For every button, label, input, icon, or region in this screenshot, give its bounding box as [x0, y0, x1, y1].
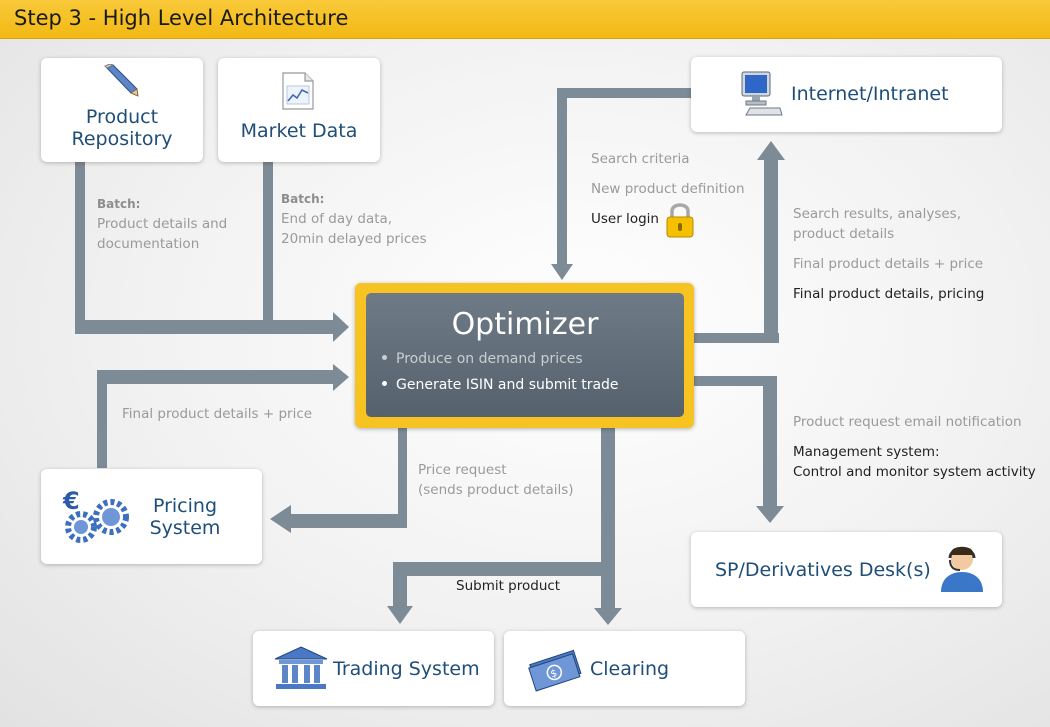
title-bar: Step 3 - High Level Architecture: [0, 0, 1050, 39]
padlock-icon: [666, 203, 694, 238]
money-icon: $: [528, 649, 582, 692]
market-data-box: Market Data: [218, 58, 380, 162]
final-pricing-note: Final product details, pricing: [793, 286, 985, 302]
trading-system-label: Trading System: [333, 658, 480, 680]
management-line1: Management system:: [793, 444, 940, 460]
repo-batch-line2: documentation: [97, 236, 200, 252]
clearing-box: $ Clearing: [504, 631, 745, 706]
repo-batch-label: Batch:: [97, 197, 141, 211]
optimizer-bullet-1: Produce on demand prices: [382, 351, 583, 367]
clearing-label: Clearing: [590, 658, 670, 680]
svg-text:€: €: [62, 487, 80, 515]
desk-box: SP/Derivatives Desk(s): [691, 532, 1002, 607]
market-batch-note: Batch: End of day data, 20min delayed pr…: [281, 189, 427, 249]
submit-product-note: Submit product: [456, 578, 561, 594]
market-batch-label: Batch:: [281, 192, 325, 206]
new-product-note: New product definition: [591, 181, 745, 197]
search-results-line2: product details: [793, 226, 895, 242]
user-login-note: User login: [591, 211, 659, 227]
price-request-note: Price request (sends product details): [418, 460, 574, 500]
page-title: Step 3 - High Level Architecture: [14, 6, 349, 30]
euro-gears-icon: €: [62, 487, 129, 543]
pencil-icon: [104, 64, 139, 97]
price-request-line1: Price request: [418, 462, 507, 478]
product-repository-box: Product Repository: [41, 58, 203, 162]
search-criteria-note: Search criteria: [591, 151, 690, 167]
market-data-label: Market Data: [240, 120, 358, 142]
internet-box: Internet/Intranet: [691, 57, 1002, 132]
market-batch-line2: 20min delayed prices: [281, 231, 427, 247]
final-price-right-note: Final product details + price: [793, 256, 984, 272]
computer-icon: [741, 71, 783, 116]
optimizer-bullet-2: Generate ISIN and submit trade: [382, 377, 619, 393]
price-request-line2: (sends product details): [418, 482, 574, 498]
search-results-note: Search results, analyses, product detail…: [793, 204, 961, 244]
headset-operator-icon: [941, 546, 983, 592]
optimizer-box: Optimizer Produce on demand prices Gener…: [355, 283, 694, 428]
management-note: Management system: Control and monitor s…: [793, 442, 1036, 482]
product-repository-label: Product Repository: [71, 106, 173, 150]
management-line2: Control and monitor system activity: [793, 464, 1036, 480]
trading-system-box: Trading System: [253, 631, 494, 706]
svg-text:$: $: [549, 668, 558, 680]
pricing-system-label: Pricing System: [149, 495, 221, 539]
chart-document-icon: [282, 72, 314, 110]
email-notification-note: Product request email notification: [793, 414, 1022, 430]
optimizer-panel: Optimizer Produce on demand prices Gener…: [366, 293, 684, 417]
final-price-left-note: Final product details + price: [122, 406, 313, 422]
repo-batch-line1: Product details and: [97, 216, 228, 232]
market-batch-line1: End of day data,: [281, 211, 393, 227]
search-results-line1: Search results, analyses,: [793, 206, 961, 222]
repo-batch-note: Batch: Product details and documentation: [97, 194, 227, 254]
desk-label: SP/Derivatives Desk(s): [715, 559, 931, 581]
internet-label: Internet/Intranet: [791, 83, 949, 105]
bank-building-icon: [274, 646, 328, 689]
pricing-system-box: € Pricing System: [41, 469, 262, 564]
optimizer-title: Optimizer: [451, 307, 599, 342]
